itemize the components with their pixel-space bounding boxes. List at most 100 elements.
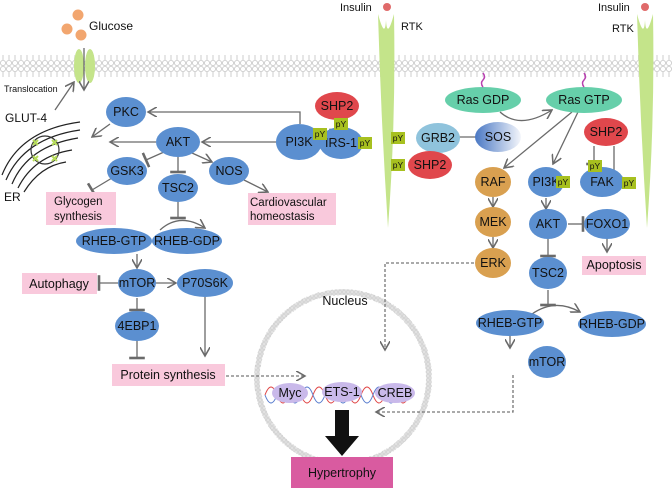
myc-factor-label: Myc <box>279 386 302 400</box>
svg-text:Apoptosis: Apoptosis <box>587 258 642 272</box>
myc-factor: Myc <box>272 383 308 403</box>
outcome-autophagy: Autophagy <box>22 273 97 294</box>
pi3k-node-label: PI3K <box>285 135 313 149</box>
sos-node: SOS <box>475 122 521 152</box>
phosphotyrosine-tag: pY <box>556 176 570 188</box>
rtk-label-left: RTK <box>401 21 423 33</box>
insulin-molecule-left <box>383 3 391 11</box>
pkc-node-label: PKC <box>113 105 139 119</box>
pi3k-node-right: PI3K <box>528 167 564 197</box>
shp2-node-middle: SHP2 <box>408 151 452 179</box>
py-label: pY <box>393 133 404 143</box>
rheb-gdp-node-left: RHEB-GDP <box>152 228 222 254</box>
lipid-anchor-icon <box>480 72 486 88</box>
pi3k-node-right-label: PI3K <box>532 175 560 189</box>
shp2-node-top: SHP2 <box>315 92 359 120</box>
py-label: pY <box>624 178 635 188</box>
outcome-glycogen-synthesis: Glycogen synthesis <box>46 192 116 225</box>
gsk3-node-label: GSK3 <box>110 164 143 178</box>
erk-node: ERK <box>475 248 511 278</box>
svg-text:synthesis: synthesis <box>54 211 102 223</box>
shp2-node-middle-label: SHP2 <box>414 158 447 172</box>
translocation-label: Translocation <box>4 84 58 94</box>
rheb-gtp-node-left-label: RHEB-GTP <box>82 234 147 248</box>
er-label: ER <box>4 190 21 204</box>
gsk3-node: GSK3 <box>107 157 147 185</box>
svg-text:homeostasis: homeostasis <box>250 211 315 223</box>
nos-node: NOS <box>209 157 249 185</box>
mtor-node-right: mTOR <box>528 346 566 378</box>
akt-node-right: AKT <box>529 209 567 239</box>
foxo1-node-label: FOXO1 <box>586 217 628 231</box>
grb2-node: GRB2 <box>416 123 460 153</box>
akt-node: AKT <box>156 127 200 157</box>
py-label: pY <box>393 160 404 170</box>
svg-text:Glycogen: Glycogen <box>54 196 103 208</box>
fak-node: FAK <box>580 167 624 197</box>
tsc2-node-label: TSC2 <box>162 181 194 195</box>
akt-node-right-label: AKT <box>536 217 561 231</box>
py-label: pY <box>590 161 601 171</box>
sos-node-label: SOS <box>485 130 511 144</box>
erk-node-label: ERK <box>480 256 506 270</box>
rtk-receptor-left <box>378 14 395 228</box>
rtk-receptor-right <box>637 14 654 228</box>
creb-factor: CREB <box>375 383 415 403</box>
mek-node: MEK <box>475 207 511 237</box>
irs1-node-label: IRS-1 <box>325 136 357 150</box>
phosphotyrosine-tag: pY <box>358 137 372 149</box>
raf-node: RAF <box>475 167 511 197</box>
tsc2-node-right: TSC2 <box>529 257 567 289</box>
ets1-factor: ETS-1 <box>322 382 362 402</box>
mtor-node-right-label: mTOR <box>529 355 566 369</box>
phosphotyrosine-tag: pY <box>588 160 602 172</box>
rtk-label-right: RTK <box>612 23 634 35</box>
outcome-cardiovascular-homeostasis: Cardiovascular homeostasis <box>248 193 336 225</box>
rheb-gtp-node-left: RHEB-GTP <box>76 228 152 254</box>
rheb-gdp-node-right: RHEB-GDP <box>578 311 646 337</box>
p70s6k-node: P70S6K <box>177 269 233 297</box>
mtor-node-left-label: mTOR <box>119 276 156 290</box>
svg-text:Autophagy: Autophagy <box>29 277 90 291</box>
glut4-label: GLUT-4 <box>5 111 47 125</box>
nos-node-label: NOS <box>215 164 242 178</box>
hypertrophy-arrow <box>325 410 359 456</box>
fak-node-label: FAK <box>590 175 614 189</box>
phosphotyrosine-tag: pY <box>313 128 327 140</box>
py-label: pY <box>558 177 569 187</box>
glucose-label: Glucose <box>89 19 133 33</box>
svg-text:Protein synthesis: Protein synthesis <box>120 368 215 382</box>
insulin-molecule-right <box>641 3 649 11</box>
foxo1-node: FOXO1 <box>584 209 630 239</box>
grb2-node-label: GRB2 <box>421 131 455 145</box>
outcome-apoptosis: Apoptosis <box>582 256 646 275</box>
pkc-node: PKC <box>106 97 146 127</box>
ras-gtp-node: Ras GTP <box>546 87 622 113</box>
outcome-protein-synthesis: Protein synthesis <box>112 364 225 386</box>
creb-factor-label: CREB <box>378 386 413 400</box>
svg-text:Hypertrophy: Hypertrophy <box>308 466 377 480</box>
pi3k-node: PI3K <box>276 124 322 160</box>
phosphotyrosine-tag: pY <box>622 177 636 189</box>
py-label: pY <box>360 138 371 148</box>
insulin-label-left: Insulin <box>340 2 372 14</box>
ras-gdp-node-label: Ras GDP <box>457 93 510 107</box>
mtor-node-left: mTOR <box>118 269 156 297</box>
er-icon <box>1 121 81 193</box>
rheb-gtp-node-right-label: RHEB-GTP <box>478 316 543 330</box>
mek-node-label: MEK <box>479 215 507 229</box>
irs1-node: IRS-1 <box>319 127 363 159</box>
rheb-gdp-node-right-label: RHEB-GDP <box>579 317 645 331</box>
pathway-connections <box>86 110 615 412</box>
svg-text:Cardiovascular: Cardiovascular <box>250 197 327 209</box>
glucose-molecules <box>61 9 87 41</box>
rheb-gdp-node-left-label: RHEB-GDP <box>154 234 220 248</box>
translocation-arrow <box>54 82 74 111</box>
phosphotyrosine-tag: pY <box>391 159 405 171</box>
outcome-hypertrophy: Hypertrophy <box>291 457 393 488</box>
shp2-node-top-label: SHP2 <box>321 99 354 113</box>
raf-node-label: RAF <box>481 175 506 189</box>
4ebp1-node: 4EBP1 <box>115 311 159 341</box>
glut4-transporter <box>74 48 95 90</box>
